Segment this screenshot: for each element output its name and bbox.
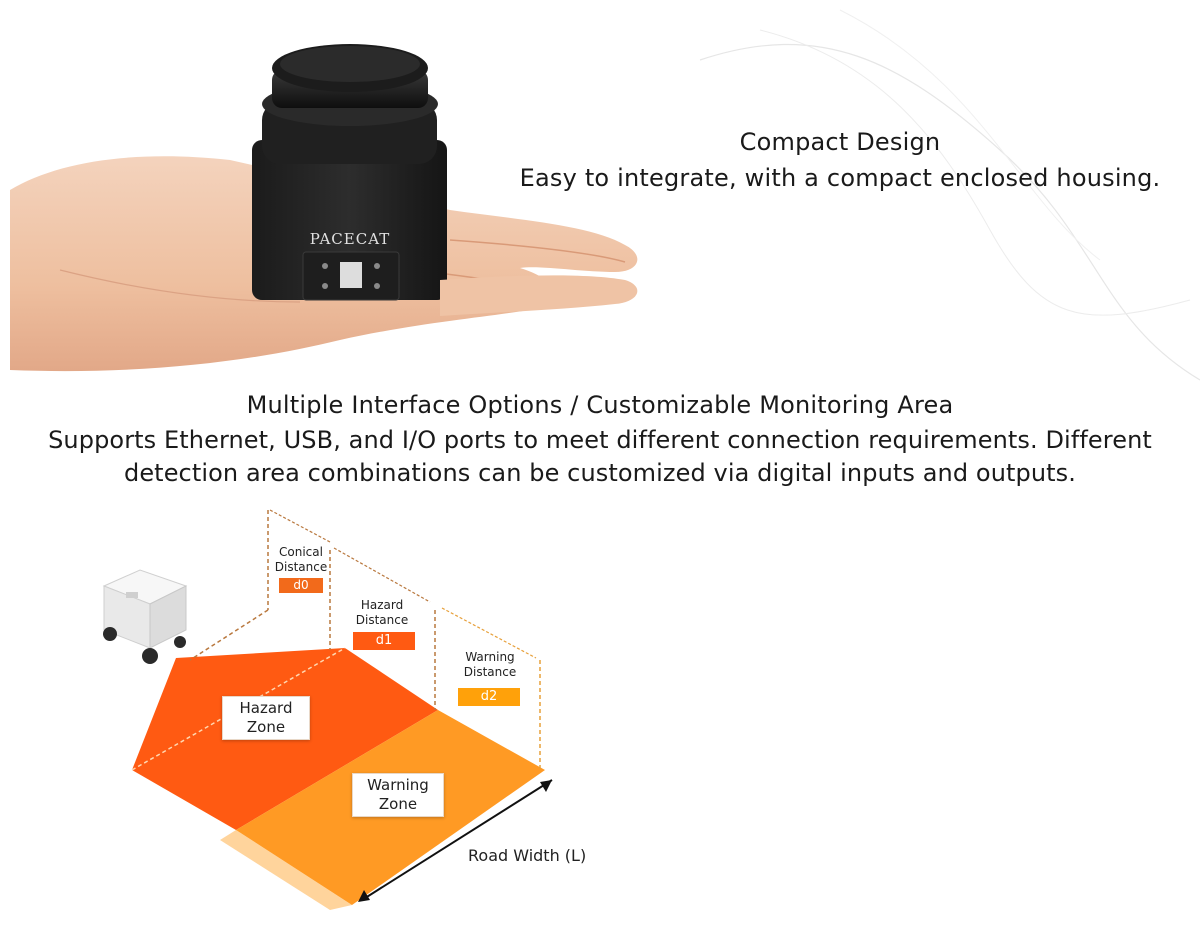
warning-zone-label: Warning Zone (352, 773, 444, 817)
hand-holding-lidar-image: PACECAT (10, 44, 638, 372)
hazard-label-line-1: Hazard (360, 598, 404, 612)
agv-robot-icon (102, 569, 188, 664)
lidar-sensor-icon (252, 44, 447, 301)
road-width-label: Road Width (L) (468, 846, 587, 865)
compact-design-description: Easy to integrate, with a compact enclos… (519, 164, 1161, 192)
conical-label-line-2: Distance (274, 560, 328, 574)
warning-label-line-2: Distance (463, 665, 517, 679)
brand-logo: PACECAT (310, 230, 390, 248)
hazard-zone-line-1: Hazard (239, 699, 293, 717)
interface-description-line-1: Supports Ethernet, USB, and I/O ports to… (48, 426, 1152, 454)
hazard-distance-label: Hazard Distance (350, 598, 414, 628)
hazard-zone-line-2: Zone (246, 718, 286, 736)
d1-badge: d1 (353, 632, 415, 650)
compact-design-title: Compact Design (739, 128, 941, 156)
warning-zone-line-2: Zone (378, 795, 418, 813)
conical-distance-label: Conical Distance (270, 545, 332, 575)
d2-badge: d2 (458, 688, 520, 706)
interface-options-title: Multiple Interface Options / Customizabl… (246, 391, 954, 419)
road-width-arrow (361, 779, 553, 901)
hazard-label-line-2: Distance (355, 613, 409, 627)
warning-distance-label: Warning Distance (457, 650, 523, 680)
monitoring-area-diagram (102, 509, 553, 910)
background-swoosh (699, 9, 1200, 381)
interface-description-line-2: detection area combinations can be custo… (123, 459, 1077, 487)
interface-options-description: Supports Ethernet, USB, and I/O ports to… (0, 424, 1200, 490)
d0-badge: d0 (279, 578, 323, 593)
warning-label-line-1: Warning (465, 650, 515, 664)
conical-label-line-1: Conical (279, 545, 323, 559)
hazard-zone-label: Hazard Zone (222, 696, 310, 740)
warning-zone-line-1: Warning (367, 776, 429, 794)
